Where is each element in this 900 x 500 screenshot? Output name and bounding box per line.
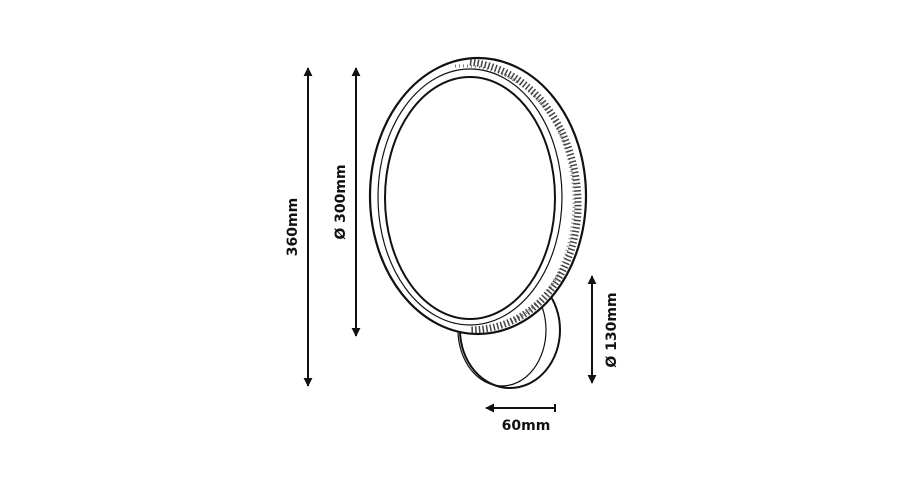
depth-dimension: 60mm <box>485 403 556 434</box>
total-height-dimension: 360mm <box>285 67 313 387</box>
lamp-illustration <box>368 56 588 389</box>
ring-diameter-label: Ø 300mm <box>333 164 349 239</box>
ring-diameter-dimension: Ø 300mm <box>333 67 361 337</box>
total-height-label: 360mm <box>285 198 301 256</box>
crystal-band <box>469 58 582 334</box>
base-diameter-label: Ø 130mm <box>604 292 620 367</box>
base-diameter-dimension: Ø 130mm <box>587 275 620 384</box>
depth-label: 60mm <box>502 418 551 434</box>
lamp-ring <box>368 56 588 336</box>
